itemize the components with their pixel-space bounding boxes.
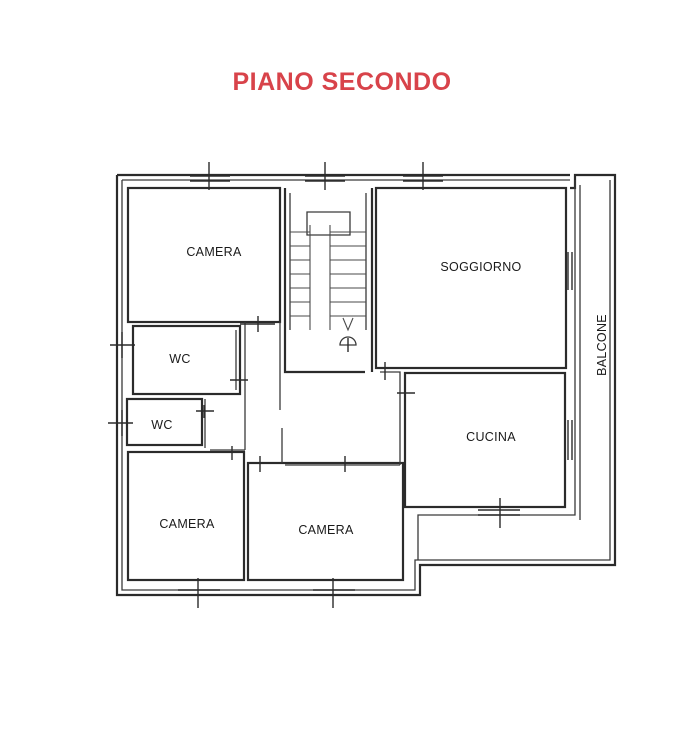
label-cucina: CUCINA bbox=[466, 430, 516, 444]
room-cucina bbox=[403, 371, 567, 509]
corridor-walls bbox=[210, 322, 401, 465]
label-balcone: BALCONE bbox=[595, 314, 609, 376]
label-camera-bottom-center: CAMERA bbox=[298, 523, 354, 537]
label-soggiorno: SOGGIORNO bbox=[440, 260, 521, 274]
room-camera-top bbox=[126, 186, 282, 324]
room-camera-bottom-left bbox=[126, 450, 246, 582]
stair-core bbox=[283, 188, 374, 374]
floor-title: PIANO SECONDO bbox=[232, 68, 452, 96]
label-camera-top: CAMERA bbox=[186, 245, 242, 259]
label-wc-1: WC bbox=[169, 352, 190, 366]
label-wc-2: WC bbox=[151, 418, 172, 432]
room-camera-bottom-center bbox=[246, 428, 405, 582]
room-wc-2 bbox=[125, 397, 206, 448]
balcony-area bbox=[417, 180, 581, 560]
room-soggiorno bbox=[374, 186, 568, 370]
label-camera-bottom-left: CAMERA bbox=[159, 517, 215, 531]
window-markers bbox=[108, 162, 573, 608]
